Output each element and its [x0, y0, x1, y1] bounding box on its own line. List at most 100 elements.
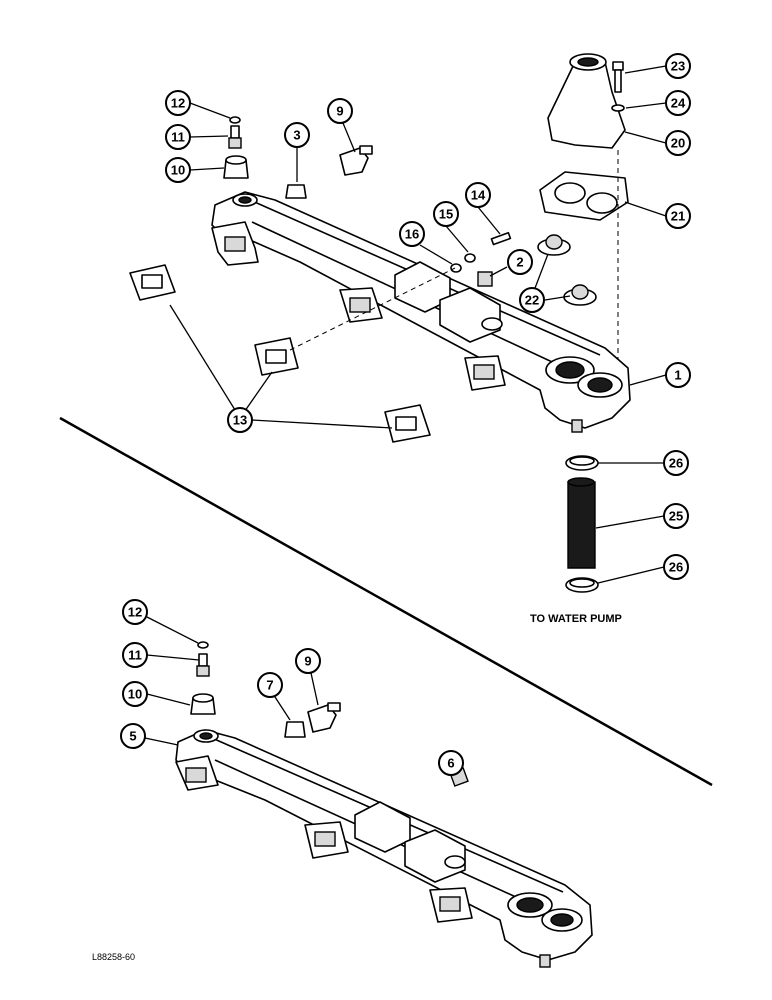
callout-26-bottom: 26	[663, 554, 689, 580]
callout-15: 15	[433, 201, 459, 227]
callout-number: 12	[128, 605, 142, 620]
callout-circle	[663, 554, 689, 580]
upper-assembly	[129, 53, 631, 593]
callout-circle	[165, 90, 191, 116]
callout-20: 20	[665, 130, 691, 156]
washer-15	[464, 253, 476, 263]
callout-circle	[665, 90, 691, 116]
drain-valve-lower	[307, 702, 341, 733]
callout-11-upper: 11	[165, 124, 191, 150]
callout-14: 14	[465, 182, 491, 208]
callout-number: 26	[669, 456, 683, 471]
callout-1: 1	[665, 362, 691, 388]
callout-12-lower: 12	[122, 599, 148, 625]
callout-9-lower: 9	[295, 648, 321, 674]
callout-number: 12	[171, 96, 185, 111]
callout-circle	[257, 672, 283, 698]
callout-circle	[122, 599, 148, 625]
callout-number: 22	[525, 293, 539, 308]
callout-number: 10	[171, 163, 185, 178]
bolt-14	[490, 231, 512, 246]
callout-circle	[665, 362, 691, 388]
callout-7: 7	[257, 672, 283, 698]
callout-circle	[665, 130, 691, 156]
callout-circle	[284, 122, 310, 148]
callout-5: 5	[120, 723, 146, 749]
callout-number: 23	[671, 59, 685, 74]
callout-circle	[327, 98, 353, 124]
callout-circle	[227, 407, 253, 433]
callout-circle	[465, 182, 491, 208]
thermostat-housing	[547, 53, 626, 149]
callout-number: 9	[304, 654, 311, 669]
callout-number: 11	[128, 648, 142, 663]
callout-number: 1	[674, 368, 681, 383]
callout-3: 3	[284, 122, 310, 148]
callout-number: 9	[336, 104, 343, 119]
callout-circle	[165, 124, 191, 150]
callout-number: 21	[671, 209, 685, 224]
nut-16	[450, 263, 462, 273]
plug-7	[284, 721, 306, 738]
callout-circle	[399, 221, 425, 247]
callout-circle	[120, 723, 146, 749]
callout-6: 6	[438, 750, 464, 776]
callout-number: 24	[671, 96, 686, 111]
callout-circle	[663, 503, 689, 529]
plug-3	[285, 184, 307, 199]
callout-24: 24	[665, 90, 691, 116]
gasket-21	[539, 171, 629, 221]
hose-assembly	[565, 455, 599, 593]
callout-number: 5	[129, 729, 136, 744]
callout-number: 10	[128, 687, 142, 702]
caption-to-water-pump: TO WATER PUMP	[530, 613, 622, 625]
callout-number: 11	[171, 130, 185, 145]
callout-2: 2	[507, 249, 533, 275]
callout-16: 16	[399, 221, 425, 247]
figure-id: L88258-60	[92, 952, 135, 962]
callouts: 12 11 10 3 9 23 24 20 21 14 15 16 2 22 1…	[120, 53, 691, 776]
callout-22: 22	[519, 287, 545, 313]
callout-number: 6	[447, 756, 454, 771]
thermostats-22	[537, 234, 597, 306]
callout-11-lower: 11	[122, 642, 148, 668]
callout-number: 2	[516, 255, 523, 270]
lower-manifold	[175, 729, 593, 968]
callout-circle	[122, 642, 148, 668]
callout-circle	[665, 203, 691, 229]
sender-stack-lower	[190, 641, 216, 715]
callout-12-upper: 12	[165, 90, 191, 116]
bolt-23	[612, 61, 624, 93]
callout-10-lower: 10	[122, 681, 148, 707]
callout-circle	[438, 750, 464, 776]
separator-line	[59, 416, 713, 787]
callout-number: 25	[669, 509, 683, 524]
callout-9-upper: 9	[327, 98, 353, 124]
callout-number: 14	[471, 188, 486, 203]
callout-circle	[165, 157, 191, 183]
leader-lines	[144, 65, 667, 776]
callout-number: 16	[405, 227, 419, 242]
lower-assembly	[175, 641, 593, 968]
callout-circle	[295, 648, 321, 674]
callout-circle	[122, 681, 148, 707]
callout-circle	[507, 249, 533, 275]
upper-manifold	[211, 191, 631, 433]
callout-circle	[663, 450, 689, 476]
callout-21: 21	[665, 203, 691, 229]
callout-number: 26	[669, 560, 683, 575]
callout-number: 15	[439, 207, 453, 222]
callout-circle	[665, 53, 691, 79]
callout-number: 7	[266, 678, 273, 693]
callout-circle	[519, 287, 545, 313]
callout-number: 20	[671, 136, 685, 151]
callout-26-top: 26	[663, 450, 689, 476]
washer-24	[611, 104, 625, 112]
gaskets-13	[129, 264, 431, 443]
fitting-2	[477, 271, 493, 287]
sender-stack-upper	[223, 116, 249, 179]
callout-13: 13	[227, 407, 253, 433]
callout-circle	[433, 201, 459, 227]
drain-valve-upper	[339, 145, 373, 176]
